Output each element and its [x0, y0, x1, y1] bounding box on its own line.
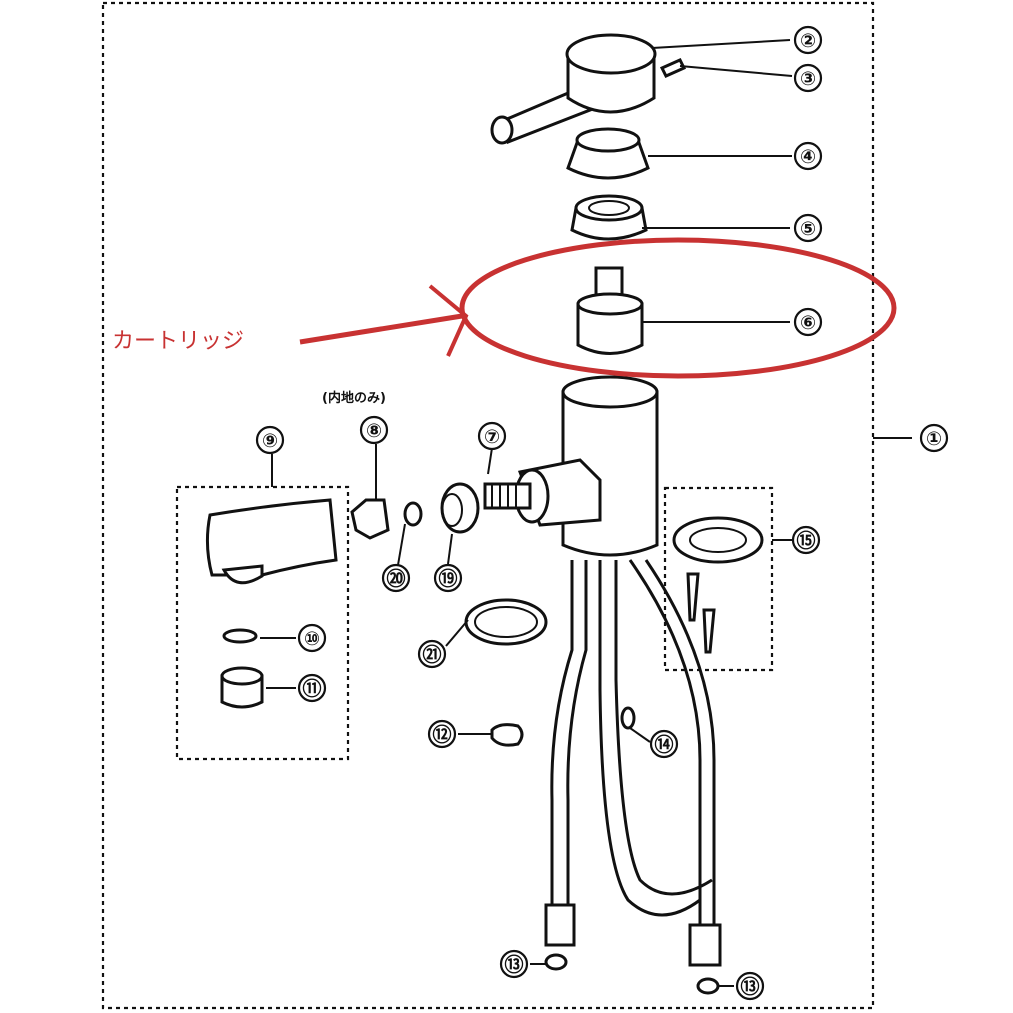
svg-text:⑲: ⑲ — [438, 567, 457, 590]
threaded-nipple — [483, 482, 532, 510]
callout-8: ⑧ — [359, 415, 389, 445]
annotation-arrowhead — [428, 284, 469, 357]
spout-nut — [440, 482, 480, 534]
svg-text:⑩: ⑩ — [304, 628, 320, 650]
annotation-label: カートリッジ — [112, 329, 244, 354]
cartridge — [576, 266, 644, 355]
callout-13-right: ⑬ — [735, 971, 765, 1001]
svg-text:⑧: ⑧ — [366, 420, 382, 442]
cap-cover — [566, 127, 650, 180]
spout — [205, 498, 338, 585]
set-screw — [659, 58, 687, 78]
svg-text:①: ① — [926, 428, 942, 450]
svg-text:⑨: ⑨ — [262, 430, 278, 452]
svg-text:⑬: ⑬ — [740, 975, 759, 998]
callout-4: ④ — [793, 141, 823, 171]
callout-19: ⑲ — [433, 563, 463, 593]
mounting-bracket — [672, 516, 764, 654]
lever-handle — [490, 33, 657, 145]
svg-text:⑭: ⑭ — [654, 733, 673, 756]
mount-assembly-box — [663, 486, 774, 672]
lock-nut — [570, 194, 648, 241]
hose-fitting — [620, 706, 636, 730]
svg-text:⑬: ⑬ — [504, 953, 523, 976]
callout-15: ⑮ — [791, 525, 821, 555]
region-note: (内地のみ) — [322, 390, 386, 406]
callout-11: ⑪ — [297, 673, 327, 703]
outer-dashed-frame — [101, 1, 875, 1010]
supply-hoses — [544, 559, 722, 967]
callout-2: ② — [793, 25, 823, 55]
callout-14: ⑭ — [649, 729, 679, 759]
callout-10: ⑩ — [297, 623, 327, 653]
faucet-body — [514, 375, 659, 557]
spout-assembly-box — [175, 485, 350, 761]
callout-20: ⑳ — [381, 563, 411, 593]
clip — [490, 723, 524, 747]
svg-text:⑤: ⑤ — [800, 218, 816, 240]
washer — [222, 628, 258, 644]
svg-text:②: ② — [800, 30, 816, 52]
callout-3: ③ — [793, 63, 823, 93]
svg-text:⑦: ⑦ — [484, 426, 500, 448]
aerator — [220, 666, 264, 709]
svg-text:⑫: ⑫ — [432, 723, 451, 746]
svg-text:⑥: ⑥ — [800, 312, 816, 334]
leader-lines — [260, 39, 912, 987]
o-ring — [403, 501, 423, 527]
svg-text:④: ④ — [800, 146, 816, 168]
callout-13-left: ⑬ — [499, 949, 529, 979]
callout-9: ⑨ — [255, 425, 285, 455]
gasket-ring — [464, 598, 548, 646]
callout-21: ㉑ — [417, 639, 447, 669]
svg-text:㉑: ㉑ — [422, 643, 441, 666]
adapter — [350, 498, 390, 540]
callout-6: ⑥ — [793, 307, 823, 337]
cartridge-annotation: カートリッジ — [112, 237, 897, 379]
annotation-arrow — [299, 313, 463, 345]
svg-text:⑮: ⑮ — [796, 529, 815, 552]
svg-text:③: ③ — [800, 68, 816, 90]
callout-12: ⑫ — [427, 719, 457, 749]
svg-text:⑳: ⑳ — [386, 567, 405, 590]
svg-text:⑪: ⑪ — [302, 677, 321, 700]
callout-1: ① — [919, 423, 949, 453]
callout-5: ⑤ — [793, 213, 823, 243]
callout-7: ⑦ — [477, 421, 507, 451]
highlight-ellipse — [459, 237, 897, 379]
